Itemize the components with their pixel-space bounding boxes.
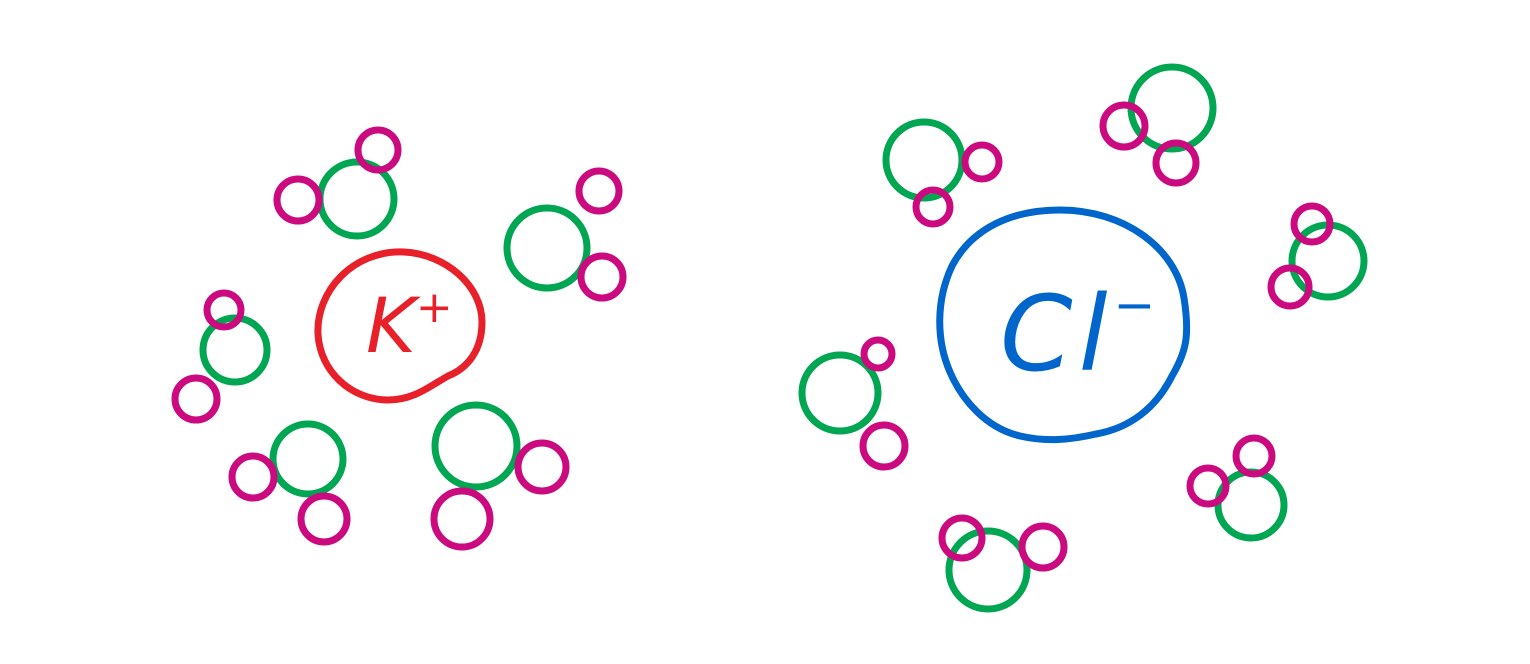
hydrogen-atom xyxy=(1018,522,1068,572)
hydrogen-atom xyxy=(171,374,221,424)
water-molecule xyxy=(228,420,351,546)
anion-circle xyxy=(936,206,1191,444)
water-molecule xyxy=(882,118,1003,228)
water-molecule xyxy=(273,126,402,240)
hydrogen-atom xyxy=(430,487,494,551)
hydrogen-atom xyxy=(912,186,954,228)
cation-charge: + xyxy=(415,282,453,333)
hydrogen-atom xyxy=(860,336,896,372)
hydrogen-atom xyxy=(938,514,986,562)
hydrogen-atom xyxy=(203,289,245,331)
hydrogen-atom xyxy=(577,252,627,302)
hydrogen-atom xyxy=(297,492,351,546)
oxygen-atom xyxy=(503,204,591,292)
hydrogen-atom xyxy=(273,175,323,225)
hydrogen-atom xyxy=(961,141,1003,183)
oxygen-atom xyxy=(431,401,521,491)
water-molecule xyxy=(430,401,570,551)
water-molecule xyxy=(1267,202,1368,310)
cation-circle xyxy=(314,248,486,404)
oxygen-atom xyxy=(316,158,398,240)
hydrogen-atom xyxy=(1290,202,1334,246)
water-molecule xyxy=(171,289,271,424)
hydrogen-atom xyxy=(354,126,402,174)
oxygen-atom xyxy=(199,314,271,386)
hydrogen-atom xyxy=(575,167,623,215)
cation-label: K+ xyxy=(366,286,453,364)
water-molecule xyxy=(1099,63,1217,187)
hydrogen-atom xyxy=(1232,434,1276,478)
oxygen-atom xyxy=(945,527,1031,613)
hydrogen-atom xyxy=(859,421,909,471)
water-molecule xyxy=(503,167,627,302)
oxygen-atom xyxy=(269,420,347,498)
hydrogen-atom xyxy=(1267,264,1313,310)
hydrogen-atom xyxy=(228,452,278,502)
water-molecule xyxy=(938,514,1068,613)
cation-symbol: K xyxy=(366,281,416,370)
hydrogen-atom xyxy=(1186,464,1230,508)
water-molecule xyxy=(1186,434,1288,542)
water-molecule xyxy=(798,336,909,471)
oxygen-atom xyxy=(798,351,882,435)
oxygen-atom xyxy=(882,118,966,202)
hydrogen-atom xyxy=(1099,101,1149,151)
anion-charge: − xyxy=(1113,276,1162,334)
hydrogen-atom xyxy=(1152,139,1200,187)
anion-symbol: Cl xyxy=(1000,273,1114,395)
anion-label: Cl− xyxy=(1000,280,1161,386)
hydrogen-atom xyxy=(514,439,570,495)
